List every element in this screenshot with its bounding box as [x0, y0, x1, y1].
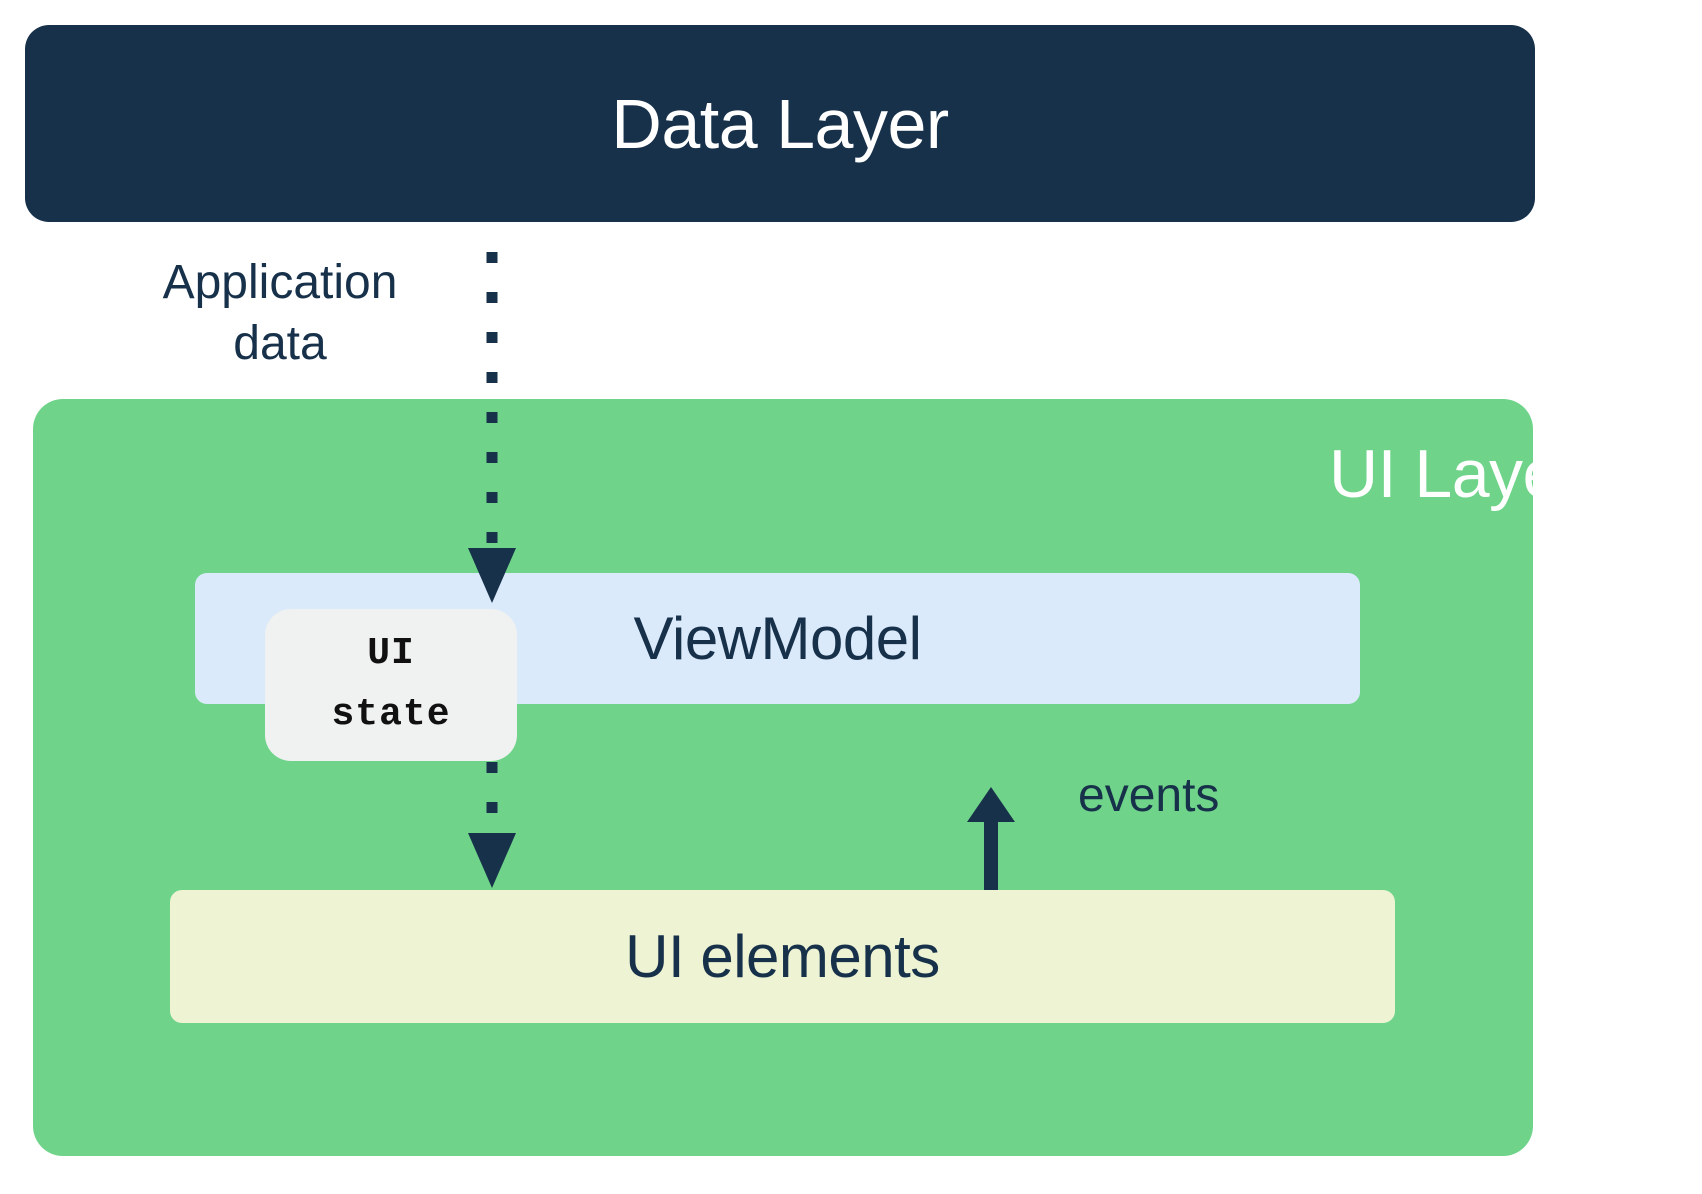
- application-data-line-2: data: [233, 317, 327, 371]
- ui-state-line-2: state: [331, 693, 451, 736]
- data-layer-title: Data Layer: [611, 84, 949, 163]
- application-data-line-1: Application: [162, 256, 398, 309]
- ui-state-box: UI state: [265, 609, 517, 761]
- ui-elements-box: UI elements: [170, 890, 1395, 1023]
- data-layer-box: Data Layer: [25, 25, 1535, 222]
- ui-layer-box: [33, 399, 1533, 1156]
- application-data-label: Application data: [110, 252, 450, 375]
- ui-elements-label: UI elements: [625, 923, 940, 990]
- ui-layer-title: UI Layer: [1329, 436, 1583, 512]
- viewmodel-label: ViewModel: [633, 605, 922, 672]
- events-label: events: [1078, 769, 1220, 822]
- ui-state-line-1: UI: [367, 632, 415, 676]
